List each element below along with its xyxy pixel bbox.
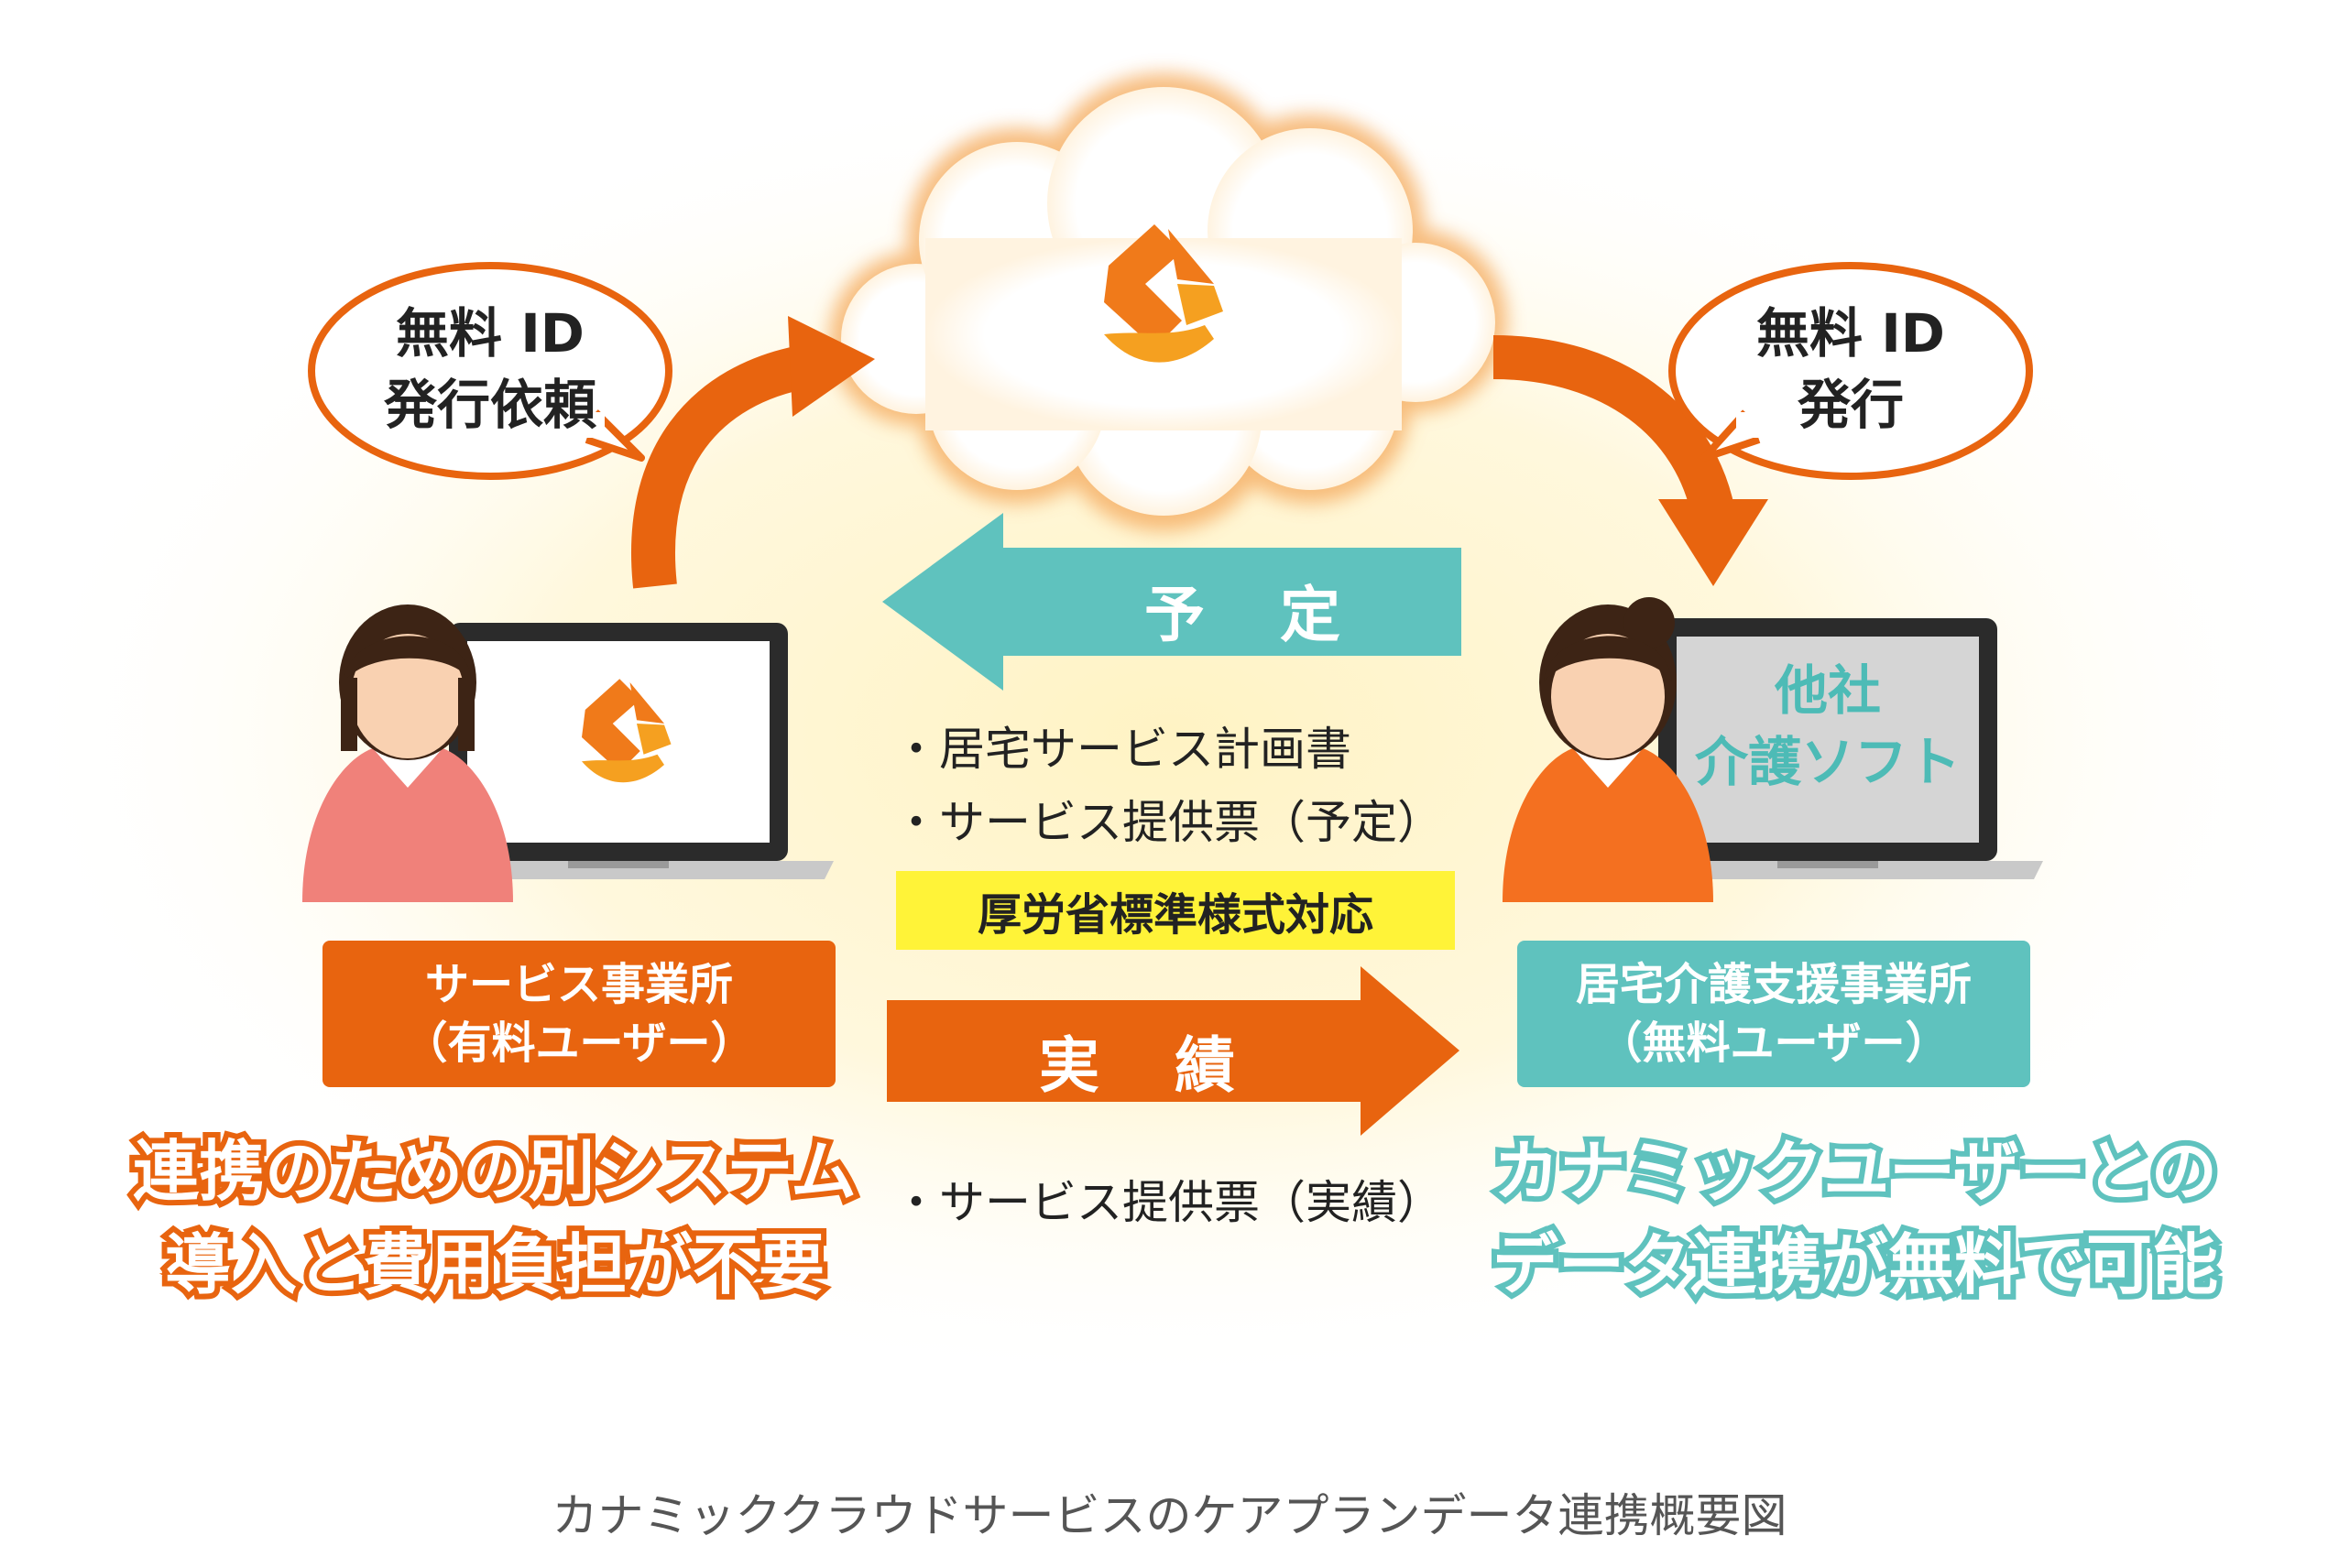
left-benefit-line2: 導入と費用負担が不要 xyxy=(159,1221,830,1309)
cloud-icon xyxy=(829,73,1507,531)
care-support-office-name: 居宅介護支援事業所 xyxy=(1575,959,1972,1010)
left-bubble-line1: 無料 ID xyxy=(396,302,585,365)
schedule-arrow-label: 予 定 xyxy=(1144,580,1348,650)
actual-item-service-slip-actual: ・サービス提供票（実績） xyxy=(893,1176,1443,1229)
other-software-screen-text: 他社 介護ソフト xyxy=(1677,655,1979,798)
upload-arrowhead xyxy=(788,316,875,417)
service-provider-tier: （有料ユーザー） xyxy=(403,1018,755,1069)
right-laptop-icon xyxy=(1612,618,2043,879)
schedule-arrow xyxy=(882,513,1461,691)
service-provider-name: サービス事業所 xyxy=(424,959,733,1010)
service-provider-box: サービス事業所 （有料ユーザー） xyxy=(322,941,836,1087)
upload-curved-arrow xyxy=(631,344,811,589)
standard-format-badge: 厚労省標準様式対応 xyxy=(896,871,1455,950)
left-person-icon xyxy=(302,604,513,902)
actual-arrow xyxy=(887,966,1459,1136)
screen-line1: 他社 xyxy=(1774,659,1881,722)
care-support-office-box: 居宅介護支援事業所 （無料ユーザー） xyxy=(1517,941,2030,1087)
right-person-icon xyxy=(1503,597,1713,902)
laptop-logo-icon xyxy=(582,679,672,783)
kanamic-logo-icon xyxy=(1104,224,1223,363)
right-speech-bubble xyxy=(1668,262,2033,480)
right-bubble-line2: 発行 xyxy=(1797,374,1904,436)
actual-arrow-label: 実 績 xyxy=(1039,1030,1242,1101)
download-curved-arrow xyxy=(1492,335,1735,518)
left-speech-bubble xyxy=(308,262,672,480)
schedule-item-care-plan: ・居宅サービス計画書 xyxy=(893,723,1351,776)
download-arrowhead xyxy=(1658,499,1768,586)
left-benefit-line1: 連携のための別システム xyxy=(127,1127,862,1215)
right-benefit-line2: データ連携が無料で可能 xyxy=(1487,1221,2224,1309)
left-benefit-text: 連携のための別システム 導入と費用負担が不要 xyxy=(127,1125,862,1312)
schedule-item-service-slip-plan: ・サービス提供票（予定） xyxy=(893,796,1443,849)
left-bubble-text: 無料 ID 発行依頼 xyxy=(312,298,669,441)
right-bubble-line1: 無料 ID xyxy=(1756,302,1945,365)
screen-line2: 介護ソフト xyxy=(1694,731,1961,793)
figure-caption: カナミッククラウドサービスのケアプランデータ連携概要図 xyxy=(552,1489,1787,1542)
right-benefit-text: カナミックユーザーとの データ連携が無料で可能 xyxy=(1487,1125,2224,1312)
left-bubble-line2: 発行依頼 xyxy=(383,374,596,436)
right-bubble-text: 無料 ID 発行 xyxy=(1672,298,2029,441)
right-benefit-line1: カナミックユーザーとの xyxy=(1488,1127,2223,1215)
care-support-office-tier: （無料ユーザー） xyxy=(1598,1018,1950,1069)
